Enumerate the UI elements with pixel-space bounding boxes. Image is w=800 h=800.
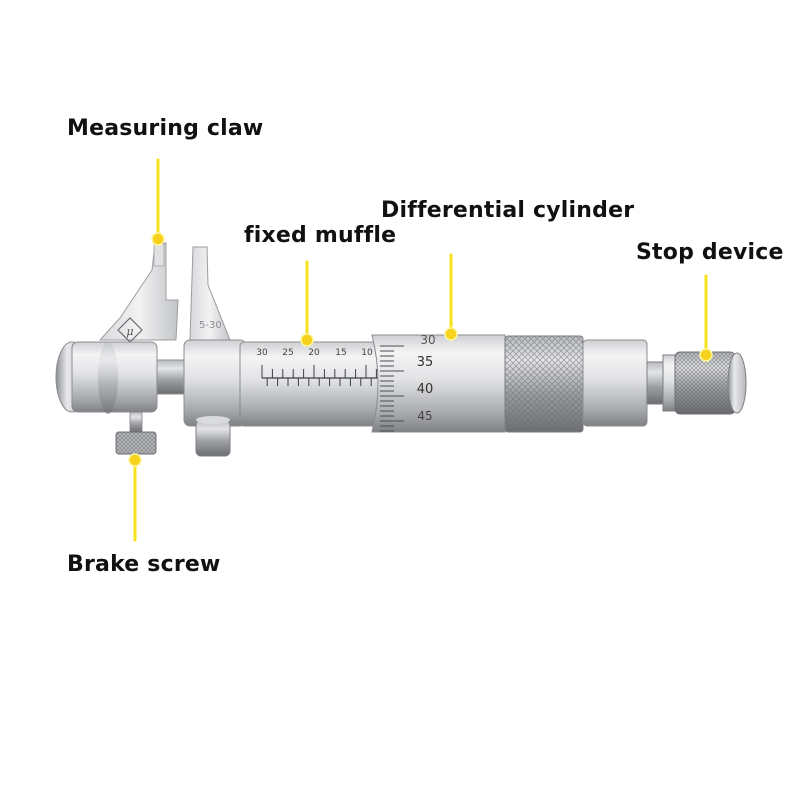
- claw-range: 5-30: [199, 320, 222, 331]
- leader-dot-muffle: [300, 333, 314, 347]
- leader-dot-stop: [699, 348, 713, 362]
- sleeve-number: 15: [335, 348, 346, 358]
- leader-dots: [128, 232, 713, 467]
- sleeve-number: 25: [282, 348, 293, 358]
- brake-screw: [115, 411, 157, 455]
- label-stop-device: Stop device: [636, 240, 784, 265]
- leader-dot-claw: [151, 232, 165, 246]
- anvil-head: [55, 341, 158, 414]
- claw-mark: μ: [126, 325, 133, 338]
- movable-anvil: [183, 339, 247, 457]
- sleeve-number: 10: [361, 348, 373, 358]
- knurled-grip: [504, 335, 584, 433]
- leader-dot-diff: [444, 327, 458, 341]
- leader-lines: [133, 158, 708, 542]
- label-measuring-claw: Measuring claw: [67, 116, 264, 141]
- label-differential-cylinder: Differential cylinder: [381, 198, 635, 223]
- differential-cylinder: 30 35 40 45: [371, 333, 506, 433]
- measuring-claw-right: 5-30: [189, 246, 231, 341]
- thimble-scale-numbers: 30 35 40 45: [417, 333, 436, 423]
- thimble-scale-ticks: [380, 345, 404, 432]
- sleeve-number: 20: [308, 348, 320, 358]
- leader-dot-brake: [128, 453, 142, 467]
- sleeve-number: 30: [256, 348, 268, 358]
- sleeve-scale-ticks: [261, 365, 383, 386]
- thimble-number: 30: [420, 333, 435, 347]
- label-brake-screw: Brake screw: [67, 552, 221, 577]
- thimble-number: 45: [417, 409, 432, 423]
- label-fixed-muffle: fixed muffle: [244, 223, 397, 248]
- thimble-number: 40: [417, 382, 434, 397]
- measuring-claw-left: μ: [98, 242, 179, 343]
- stop-device: [646, 351, 747, 415]
- thimble-number: 35: [417, 355, 434, 370]
- rear-body: [582, 339, 648, 427]
- fixed-muffle: 30 25 20 15 10: [239, 341, 386, 427]
- sleeve-scale-numbers: 30 25 20 15 10: [256, 348, 373, 358]
